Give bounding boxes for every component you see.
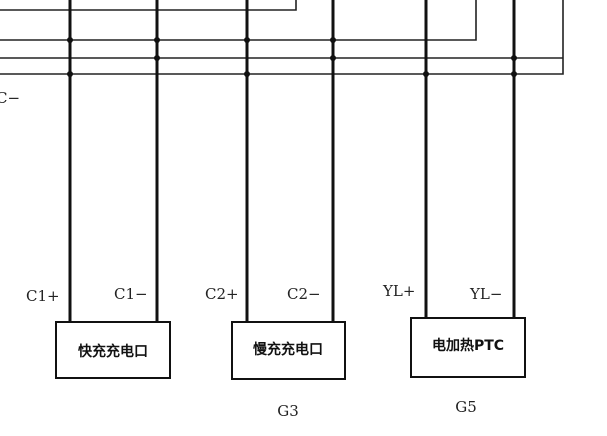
junction	[67, 71, 73, 77]
slow-charge-label: 慢充充电口	[253, 341, 323, 358]
ptc-heater-label: 电加热PTC	[432, 337, 504, 354]
junction	[423, 71, 429, 77]
pin-label-yl-plus: YL+	[382, 282, 415, 300]
top-left-label: C−	[0, 89, 20, 107]
junction	[154, 55, 160, 61]
junction	[511, 71, 517, 77]
junctions	[67, 37, 517, 77]
pin-label-c1-minus: C1−	[114, 285, 148, 303]
fast-charge-box	[55, 321, 171, 379]
junction	[244, 37, 250, 43]
group-label-g3: G3	[277, 402, 299, 420]
group-label-g5: G5	[455, 398, 477, 416]
bus-line-1	[0, 0, 297, 11]
ptc-heater-box	[410, 317, 526, 378]
slow-charge-box	[231, 321, 346, 380]
junction	[67, 37, 73, 43]
pin-label-c2-plus: C2+	[205, 285, 239, 303]
pin-label-c1-plus: C1+	[26, 287, 60, 305]
pin-label-c2-minus: C2−	[287, 285, 321, 303]
slow-charge-port: 慢充充电口	[231, 321, 346, 380]
bus-lines	[0, 0, 564, 75]
junction	[154, 37, 160, 43]
ptc-heater: 电加热PTC	[410, 317, 526, 378]
junction	[244, 71, 250, 77]
fast-charge-port: 快充充电口	[55, 321, 171, 379]
pin-label-yl-minus: YL−	[469, 285, 502, 303]
junction	[511, 55, 517, 61]
junction	[330, 55, 336, 61]
fast-charge-label: 快充充电口	[78, 343, 148, 360]
bus-line-4	[0, 0, 564, 75]
vertical-wires	[68, 0, 516, 322]
junction	[330, 37, 336, 43]
